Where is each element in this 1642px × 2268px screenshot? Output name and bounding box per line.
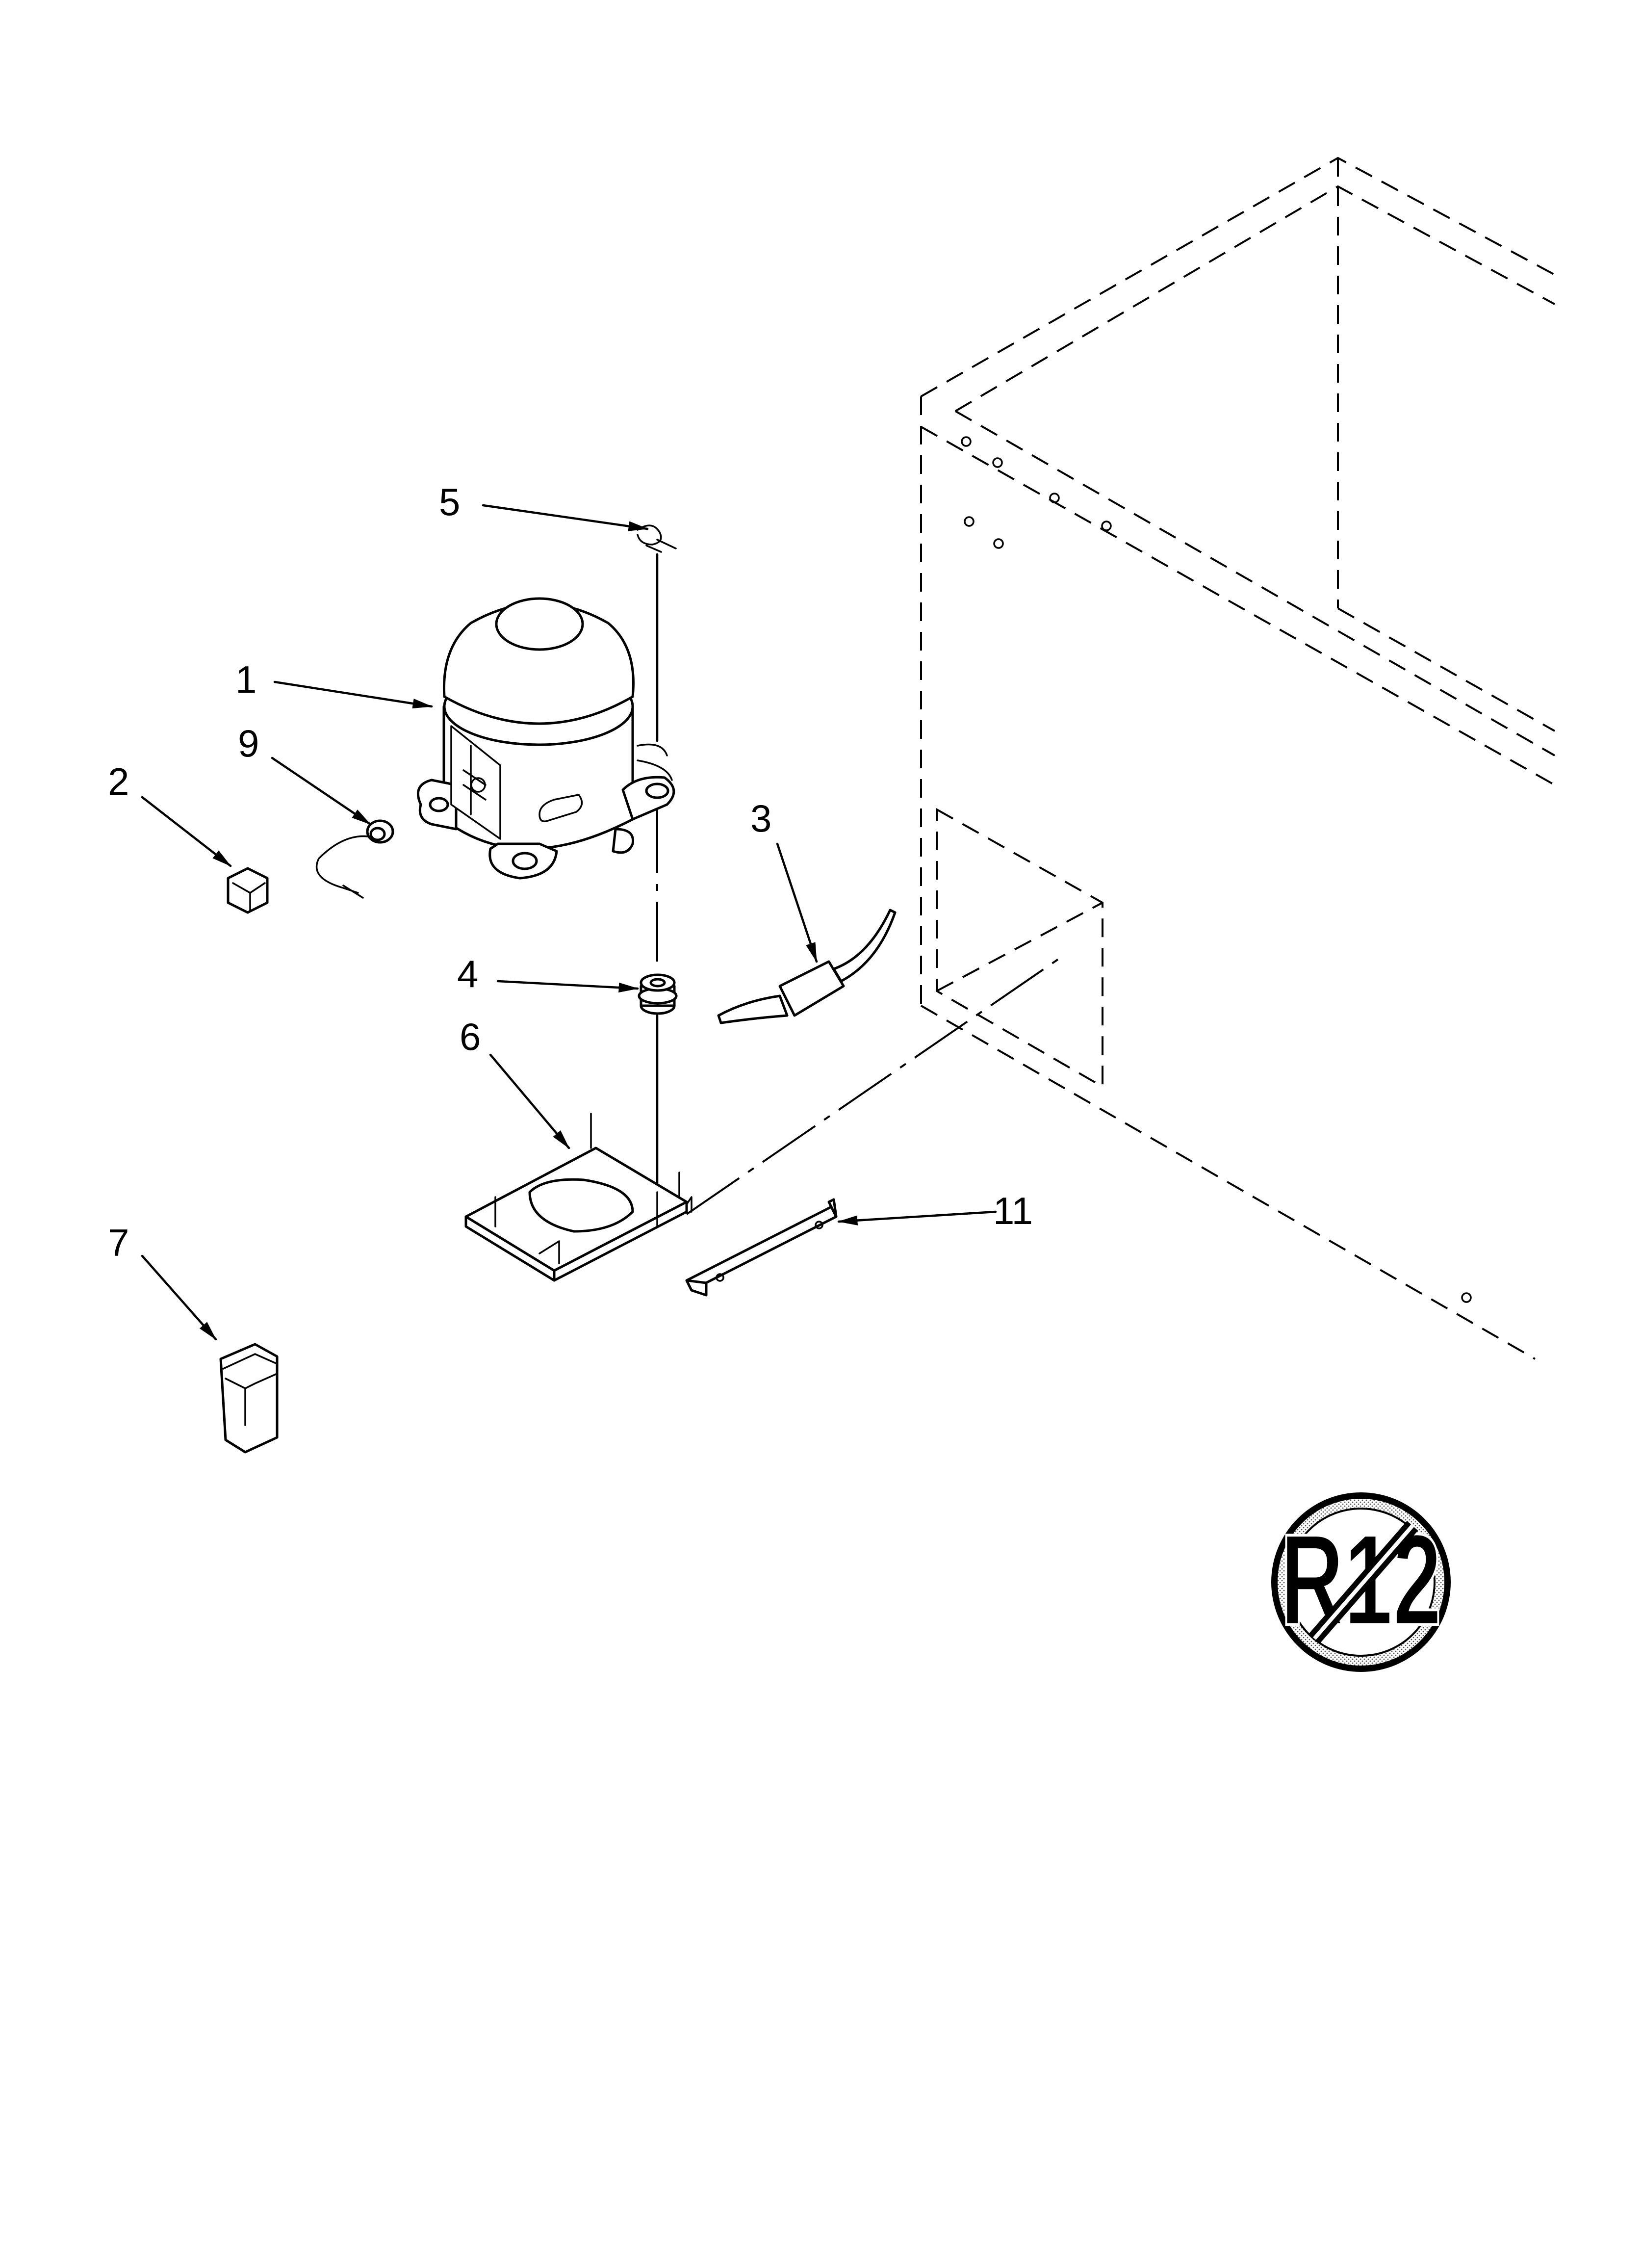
callout-9: 9 <box>238 722 259 765</box>
relay-cover <box>219 1343 279 1454</box>
base-plate <box>464 1113 693 1282</box>
cabinet-outline <box>686 156 1555 1360</box>
relay-clip <box>227 867 269 914</box>
callout-3: 3 <box>750 797 771 840</box>
bracket <box>685 1198 838 1297</box>
overload-protector <box>315 819 394 899</box>
cabinet-holes <box>961 436 1472 1303</box>
callout-11: 11 <box>993 1189 1033 1232</box>
grommet <box>638 973 678 1015</box>
no-r12-badge: R12 <box>1271 1492 1451 1672</box>
callout-7: 7 <box>108 1221 129 1264</box>
callout-1: 1 <box>235 658 257 701</box>
leader-lines <box>141 504 997 1341</box>
clip-part-5 <box>637 524 677 553</box>
callout-5: 5 <box>439 480 460 523</box>
tube <box>717 909 897 1024</box>
callout-4: 4 <box>457 952 478 995</box>
compressor <box>416 597 675 880</box>
callout-6: 6 <box>460 1015 481 1058</box>
callout-labels: 5 1 9 2 3 4 6 11 7 <box>108 480 1033 1264</box>
callout-2: 2 <box>108 760 129 803</box>
